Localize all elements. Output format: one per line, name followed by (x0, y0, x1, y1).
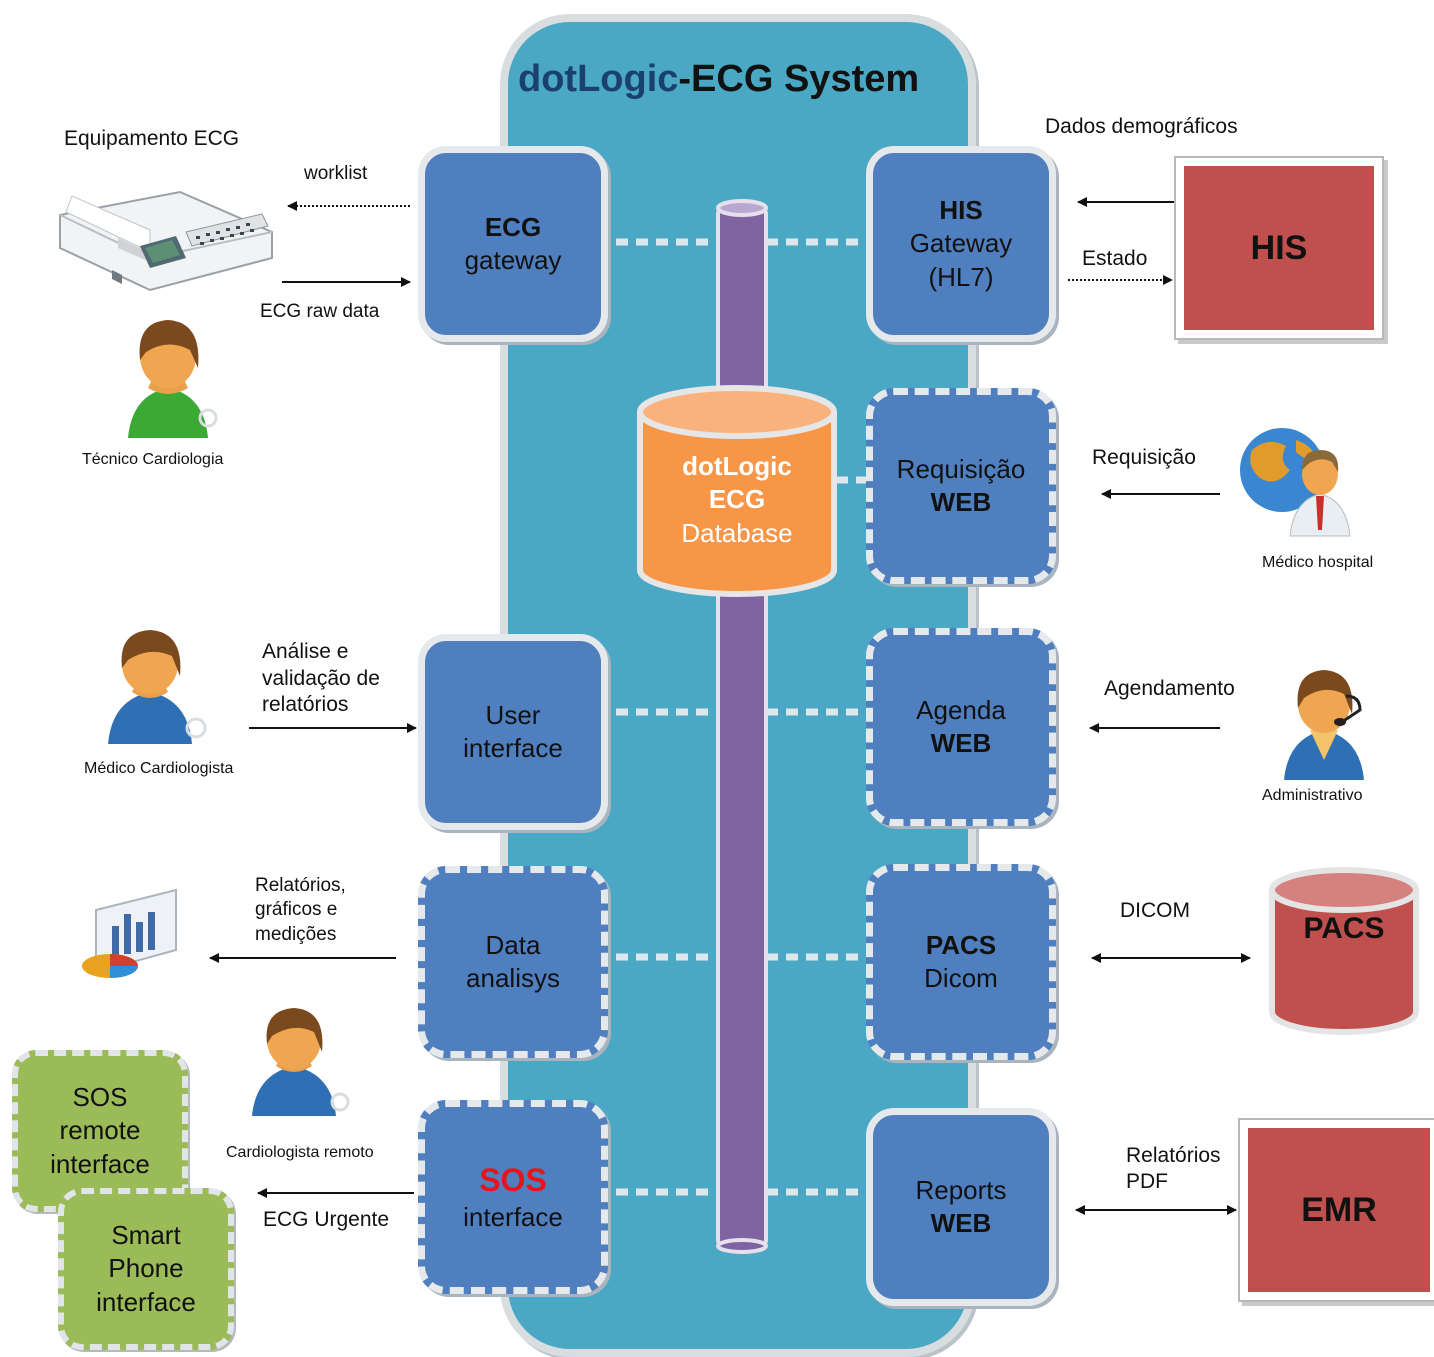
relatorios-graficos-label: Relatórios, gráficos e medições (255, 874, 346, 947)
tecnico-label: Técnico Cardiologia (82, 451, 224, 468)
requisicao-web-text: Requisição (896, 453, 1026, 484)
pacs-dicom-box[interactable]: PACS Dicom (866, 864, 1056, 1060)
user-interface-line1: User (485, 699, 541, 730)
agendamento-label: Agendamento (1104, 677, 1235, 700)
database-line1: dotLogic (682, 451, 792, 481)
smart-phone-line1: Smart (111, 1220, 181, 1251)
user-interface-line2: interface (463, 733, 563, 763)
database-cylinder (637, 385, 837, 597)
sos-interface-text: interface (463, 1201, 563, 1232)
requisicao-label: Requisição (1092, 446, 1196, 469)
system-title-brand: dotLogic (518, 58, 679, 100)
administrativo-person-icon (1284, 670, 1364, 780)
ecg-gateway-title: ECG (484, 211, 542, 242)
medico-cardiologista-label: Médico Cardiologista (84, 760, 234, 777)
flow-arrows (209, 197, 1251, 1215)
system-title-rest: -ECG System (678, 58, 920, 100)
relatorios-pdf-line1: Relatórios (1126, 1144, 1221, 1167)
relatorios-graficos-line1: Relatórios, (255, 875, 346, 896)
relatorios-pdf-label: Relatórios PDF (1126, 1143, 1221, 1194)
bus-links (616, 238, 866, 1196)
analise-line1: Análise e (262, 640, 349, 663)
equipamento-label: Equipamento ECG (64, 127, 240, 150)
his-gateway-box[interactable]: HIS Gateway (HL7) (866, 146, 1056, 342)
emr-external-box[interactable]: EMR (1240, 1120, 1434, 1300)
agenda-web-text: Agenda (916, 694, 1006, 725)
data-analisys-box[interactable]: Data analisys (418, 866, 608, 1058)
requisicao-web-box[interactable]: Requisição WEB (866, 388, 1056, 584)
relatorios-pdf-line2: PDF (1126, 1169, 1168, 1193)
ecg-raw-label: ECG raw data (260, 301, 380, 322)
dados-demograficos-label: Dados demográficos (1045, 115, 1238, 138)
his-gateway-line2: Gateway (909, 228, 1013, 259)
database-line2: ECG (708, 484, 766, 515)
cardiologista-remoto-label: Cardiologista remoto (226, 1144, 374, 1161)
data-analisys-line2: analisys (466, 963, 560, 993)
emr-external-label: EMR (1301, 1190, 1377, 1229)
pacs-cylinder (1269, 867, 1419, 1035)
his-gateway-line3: (HL7) (928, 261, 994, 292)
ecg-urgente-label: ECG Urgente (263, 1208, 390, 1231)
sos-remote-line2: remote (59, 1115, 141, 1146)
administrativo-label: Administrativo (1262, 787, 1363, 804)
pacs-dicom-text: Dicom (924, 963, 998, 993)
estado-label: Estado (1082, 247, 1148, 270)
relatorios-graficos-line2: gráficos e (255, 899, 338, 921)
smart-phone-line2: Phone (108, 1253, 184, 1284)
agenda-web-title: WEB (930, 728, 992, 758)
sos-interface-title: SOS (479, 1161, 547, 1198)
reports-web-title: WEB (930, 1208, 992, 1238)
pacs-dicom-title: PACS (925, 929, 997, 960)
relatorios-graficos-line3: medições (255, 923, 337, 945)
medico-hospital-label: Médico hospital (1262, 554, 1374, 571)
pacs-external-label: PACS (1303, 912, 1385, 945)
worklist-label: worklist (304, 163, 368, 184)
sos-interface-box[interactable]: SOS interface (418, 1100, 608, 1294)
analise-line3: relatórios (262, 693, 349, 717)
system-title: dotLogic-ECG System (518, 58, 919, 101)
ecg-machine-icon (59, 190, 273, 292)
his-external-box[interactable]: HIS (1176, 158, 1382, 338)
ecg-gateway-box[interactable]: ECG gateway (418, 146, 608, 342)
database-line3: Database (681, 517, 793, 548)
dicom-label: DICOM (1120, 899, 1190, 922)
user-interface-box[interactable]: User interface (418, 634, 608, 830)
smart-phone-line3: interface (96, 1286, 196, 1317)
cardiologista-remoto-person-icon (252, 1008, 350, 1116)
reports-web-box[interactable]: Reports WEB (866, 1108, 1056, 1306)
medico-cardiologista-person-icon (108, 630, 207, 744)
bus-pipe (716, 199, 768, 1254)
requisicao-web-title: WEB (930, 487, 992, 517)
tecnico-person-icon (128, 320, 218, 438)
analise-line2: validação de (262, 666, 380, 690)
his-gateway-title: HIS (939, 195, 983, 226)
analise-label: Análise e validação de relatórios (262, 639, 380, 719)
smart-phone-interface-box[interactable]: Smart Phone interface (58, 1188, 234, 1350)
sos-remote-interface-box[interactable]: SOS remote interface (12, 1050, 188, 1212)
database-label: dotLogic ECG Database (640, 450, 834, 550)
his-external-label: HIS (1250, 228, 1308, 267)
agenda-web-box[interactable]: Agenda WEB (866, 628, 1056, 826)
sos-remote-line3: interface (50, 1148, 150, 1179)
data-analisys-line1: Data (485, 929, 541, 960)
reports-chart-icon (82, 888, 177, 978)
reports-web-text: Reports (915, 1174, 1007, 1205)
medico-hospital-icon (1240, 428, 1351, 537)
sos-remote-line1: SOS (72, 1082, 128, 1113)
ecg-gateway-text: gateway (464, 245, 562, 275)
